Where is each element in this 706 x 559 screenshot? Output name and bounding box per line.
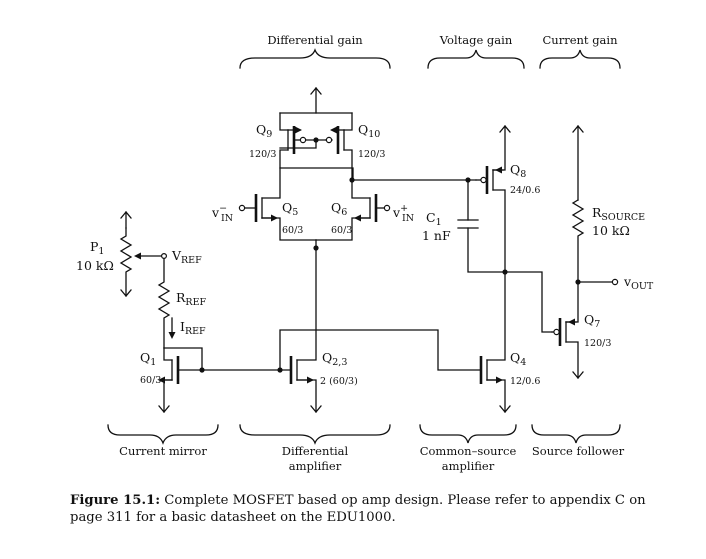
p1-label: P1 [90, 239, 104, 257]
label-current-gain: Current gain [543, 33, 619, 47]
vref-label: VREF [171, 248, 202, 266]
brace-voltage-gain [427, 49, 525, 69]
resistor-rref [157, 258, 176, 349]
q4-size: 12/0.6 [510, 376, 540, 387]
transistor-q8 [475, 124, 511, 275]
transistor-q23 [279, 247, 481, 414]
brace-source-follower [531, 424, 621, 444]
vin-plus-label: v+IN [392, 203, 414, 224]
q23-label: Q2,3 [322, 350, 347, 368]
transistor-q10 [325, 112, 353, 181]
label-current-mirror: Current mirror [119, 444, 207, 458]
q5-size: 60/3 [282, 225, 303, 236]
figure-caption-text: Complete MOSFET based op amp design. Ple… [70, 493, 646, 525]
brace-differential-amplifier [239, 424, 391, 445]
c1-value: 1 nF [422, 228, 451, 243]
op-amp-schematic: Differential gain Voltage gain Current g… [76, 33, 654, 473]
c1-label: C1 [426, 210, 442, 228]
transistor-q1 [158, 347, 205, 414]
vout-label: vOUT [623, 274, 654, 292]
q7-label: Q7 [584, 312, 600, 330]
figure-caption: Figure 15.1: Complete MOSFET based op am… [70, 492, 680, 526]
q10-label: Q10 [358, 122, 380, 140]
vin-minus-label: v−IN [211, 203, 233, 224]
label-source-follower: Source follower [532, 444, 625, 458]
transistor-q5 [238, 167, 317, 241]
q6-size: 60/3 [331, 225, 352, 236]
label-differential-gain: Differential gain [267, 33, 363, 47]
p1-value: 10 kΩ [76, 258, 114, 273]
q7-size: 120/3 [584, 338, 611, 349]
q6-label: Q6 [331, 200, 347, 218]
q4-label: Q4 [510, 350, 526, 368]
label-cs-amp-line2: amplifier [442, 459, 495, 473]
figure-caption-label: Figure 15.1: [70, 493, 161, 508]
q1-label: Q1 [140, 350, 156, 368]
potentiometer-p1 [119, 210, 168, 298]
label-diff-amp-line1: Differential [282, 444, 349, 458]
label-cs-amp-line1: Common–source [420, 444, 517, 458]
q5-label: Q5 [282, 200, 298, 218]
q8-label: Q8 [510, 162, 526, 180]
rref-label: RREF [176, 290, 207, 308]
brace-differential-gain [239, 48, 391, 69]
label-voltage-gain: Voltage gain [439, 33, 513, 47]
resistor-rsource [571, 124, 585, 283]
output-node [575, 278, 619, 286]
q23-size: 2 (60/3) [320, 376, 358, 387]
rsource-value: 10 kΩ [592, 223, 630, 238]
q8-size: 24/0.6 [510, 185, 540, 196]
label-diff-amp-line2: amplifier [289, 459, 342, 473]
q9-size: 120/3 [249, 149, 276, 160]
brace-common-source [419, 424, 517, 444]
iref-label: IREF [180, 319, 206, 337]
top-supply-rail [279, 86, 353, 114]
transistor-q9 [279, 112, 354, 181]
q1-size: 60/3 [140, 375, 161, 386]
compensation-capacitor-c1 [349, 177, 506, 273]
transistor-q6 [315, 179, 391, 241]
brace-current-gain [539, 49, 621, 69]
brace-current-mirror [107, 424, 219, 445]
transistor-q7 [551, 281, 584, 380]
q9-label: Q9 [256, 122, 272, 140]
rsource-label: RSOURCE [592, 205, 645, 223]
transistor-q4 [479, 271, 511, 414]
q10-size: 120/3 [358, 149, 385, 160]
